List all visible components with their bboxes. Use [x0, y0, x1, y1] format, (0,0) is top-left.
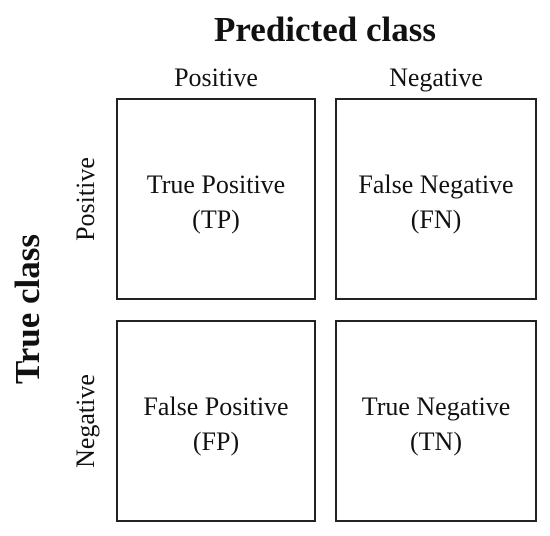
cell-tp-abbr: (TP) [192, 205, 240, 234]
cell-fp-abbr: (FP) [192, 427, 240, 456]
true-class-title: True class [8, 233, 47, 385]
cell-tp-label: True Positive [146, 170, 286, 199]
row-label-positive: Positive [71, 157, 100, 241]
cell-tn-label: True Negative [361, 392, 511, 421]
column-label-positive: Positive [174, 63, 258, 92]
column-label-negative: Negative [389, 63, 483, 92]
predicted-class-title: Predicted class [214, 10, 436, 49]
cell-fp-label: False Positive [143, 392, 289, 421]
row-label-negative: Negative [71, 374, 100, 468]
cell-fn-abbr: (FN) [410, 205, 462, 234]
cell-true-negative: True Negative (TN) [335, 320, 537, 522]
cell-tn-abbr: (TN) [410, 427, 462, 456]
cell-false-negative: False Negative (FN) [335, 98, 537, 300]
cell-fn-label: False Negative [358, 170, 514, 199]
cell-false-positive: False Positive (FP) [116, 320, 316, 522]
cell-true-positive: True Positive (TP) [116, 98, 316, 300]
